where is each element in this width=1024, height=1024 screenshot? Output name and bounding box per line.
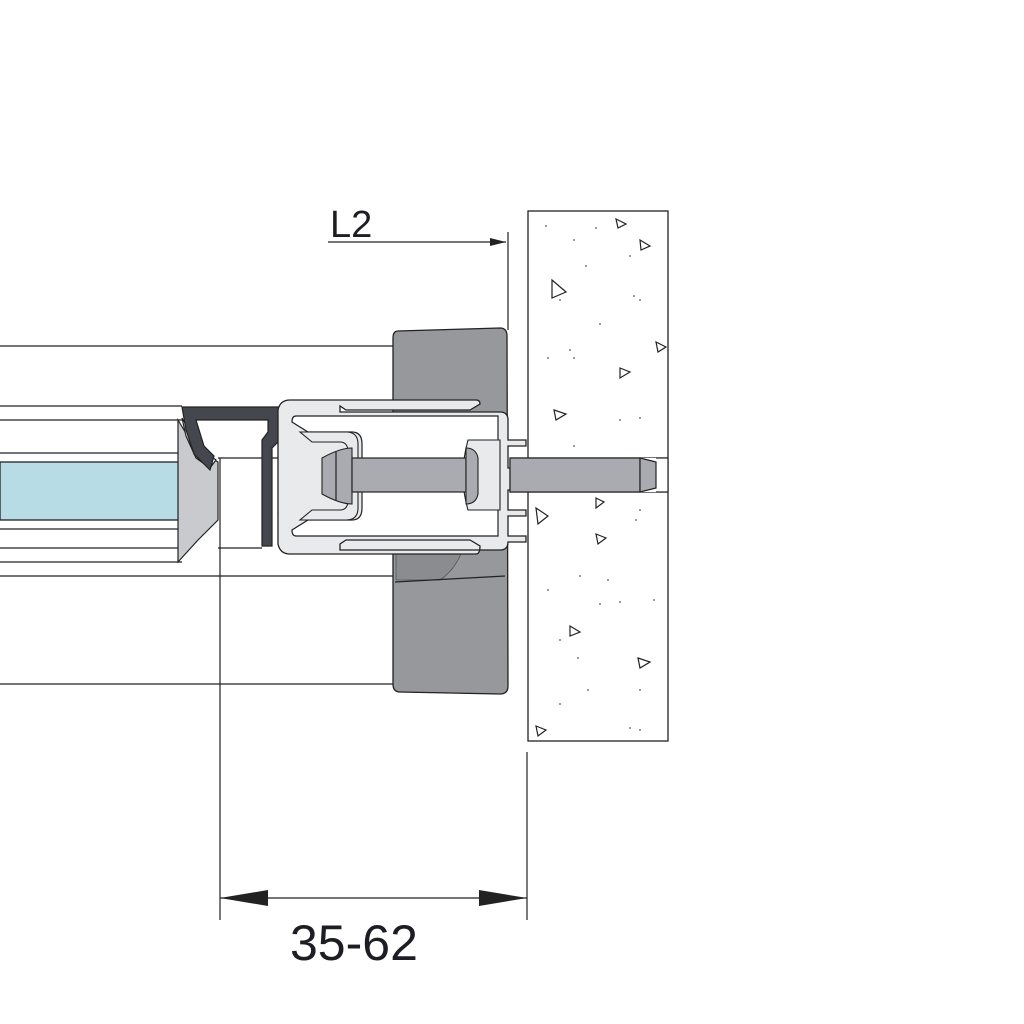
frame-outline [0,345,395,685]
concrete-wall [509,210,669,742]
dark-gasket-profile [181,406,281,547]
dimension-label-l2: L2 [330,204,372,246]
dimension-label-range: 35-62 [290,915,418,971]
dimension-l2: L2 [328,204,509,330]
dimension-range: 35-62 [219,458,528,971]
